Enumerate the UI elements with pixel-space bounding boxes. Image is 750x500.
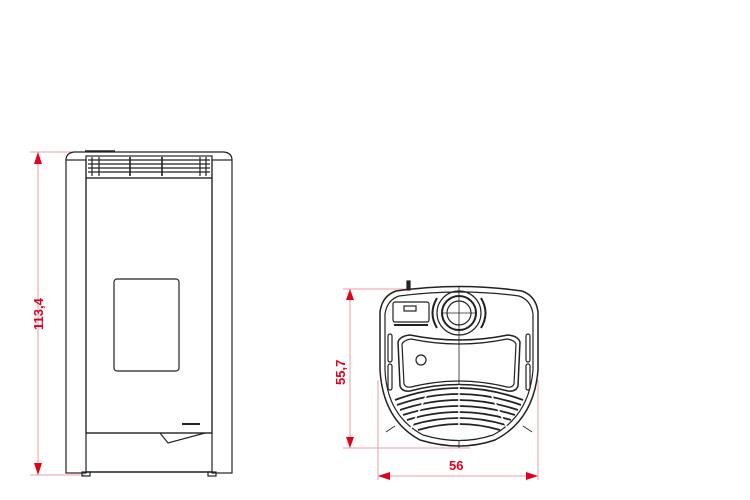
arrow-left-icon <box>378 472 390 480</box>
arrow-down-icon <box>346 437 354 448</box>
top-grille <box>85 155 213 179</box>
arrow-right-icon <box>526 472 538 480</box>
arrow-up-icon <box>346 289 354 300</box>
fire-window <box>113 278 180 372</box>
arrow-up-icon <box>34 152 42 164</box>
height-dimension <box>30 151 85 476</box>
logo-badge <box>182 423 200 425</box>
depth-label: 55,7 <box>333 360 348 385</box>
width-dimension <box>377 380 539 480</box>
arrow-down-icon <box>34 463 42 475</box>
height-label: 113,4 <box>31 297 46 330</box>
depth-dimension <box>343 288 470 449</box>
flue-outlet <box>431 290 487 336</box>
width-label: 56 <box>449 458 463 473</box>
vent-grille <box>394 385 524 440</box>
front-view <box>30 150 233 477</box>
top-view <box>343 280 539 480</box>
front-door <box>85 177 213 434</box>
